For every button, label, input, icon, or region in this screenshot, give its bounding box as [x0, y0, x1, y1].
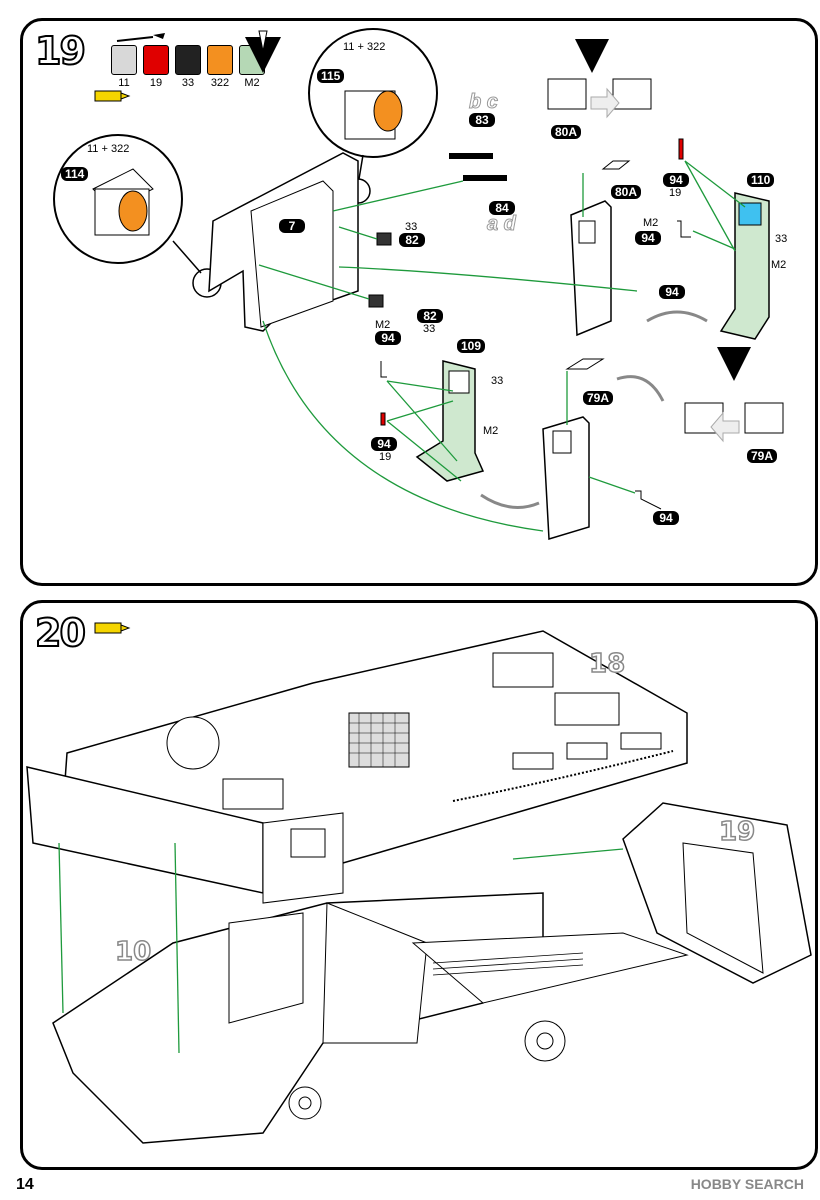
door-110-assembly [646, 138, 770, 340]
step-reference-10: 10 [114, 936, 152, 968]
part-number-tag: 110 [747, 173, 775, 187]
part-number-tag: 7 [279, 219, 305, 233]
paint-code-label: 33 [405, 221, 418, 233]
paint-jar: 19 [143, 45, 169, 89]
watermark: HOBBY SEARCH [690, 1176, 804, 1192]
variant-letters: b c [469, 91, 499, 114]
hull-rear-section [208, 152, 359, 332]
zoom-circle-left [53, 134, 222, 298]
part-number-tag: 84 [489, 201, 515, 215]
door-80A-assembly [547, 39, 652, 337]
part-84-strip [463, 175, 507, 181]
part-82-block [368, 294, 384, 308]
paint-code-label: M2 [483, 425, 499, 437]
part-83-strip [449, 153, 493, 159]
glue-tube-icon [94, 90, 131, 102]
page-number: 14 [16, 1176, 34, 1193]
glue-tube-icon [94, 622, 131, 634]
part-number-tag: 79A [583, 391, 614, 405]
paint-code-label: M2 [375, 319, 391, 331]
part-number-tag: 80A [551, 125, 582, 139]
paint-color-swatch [143, 45, 169, 75]
paint-jar: 322 [207, 45, 233, 89]
step-20-drawing [26, 622, 812, 1144]
part-number-tag: 94 [371, 437, 397, 451]
zoom-circle-right [308, 28, 438, 204]
step-number: 20 [34, 610, 87, 656]
part-number-tag: 79A [747, 449, 778, 463]
paint-code-label: 33 [423, 323, 436, 335]
part-number-tag: 80A [611, 185, 642, 199]
part-number-tag: 94 [635, 231, 661, 245]
step-reference-18: 18 [588, 648, 626, 680]
step-20-panel: 20 [20, 600, 818, 1170]
paint-color-swatch [207, 45, 233, 75]
paint-code-label: M2 [771, 259, 787, 271]
paint-code-label: 33 [775, 233, 788, 245]
zoom-left-paint-label: 11 + 322 [87, 143, 130, 155]
paint-code: 322 [210, 77, 230, 89]
paint-jar: 11 [111, 45, 137, 89]
step-reference-19: 19 [718, 816, 756, 848]
upper-hull [26, 630, 688, 904]
paint-code: 11 [118, 77, 130, 89]
paint-color-swatch [175, 45, 201, 75]
paint-code: M2 [244, 77, 260, 89]
part-82-block [376, 232, 392, 246]
part-number-tag: 115 [317, 69, 345, 83]
part-number-tag: 82 [399, 233, 425, 247]
step-19-panel: 19 11 19 33 322 M2 [20, 18, 818, 586]
assembly-guide-lines [58, 842, 624, 1054]
variant-letters: a d [487, 213, 517, 236]
lower-hull [52, 892, 689, 1144]
cutter-icon [245, 30, 281, 73]
paint-code-label: M2 [643, 217, 659, 229]
rear-door-panel [622, 802, 812, 984]
paint-code-label: 33 [491, 375, 504, 387]
part-number-tag: 82 [417, 309, 443, 323]
door-109-assembly [380, 360, 540, 509]
paint-color-swatch [111, 45, 137, 75]
zoom-right-paint-label: 11 + 322 [343, 41, 386, 53]
step-19-drawing [53, 28, 784, 540]
part-number-tag: 94 [375, 331, 401, 345]
step-number: 19 [34, 28, 87, 74]
paint-jar: 33 [175, 45, 201, 89]
part-number-tag: 109 [457, 339, 486, 353]
paint-code-label: 19 [669, 187, 682, 199]
part-number-tag: 94 [663, 173, 689, 187]
paint-code: 19 [149, 77, 163, 89]
part-number-tag: 94 [659, 285, 685, 299]
paint-code: 33 [181, 77, 195, 89]
paintbrush-icon [116, 33, 165, 42]
part-number-tag: 83 [469, 113, 495, 127]
part-number-tag: 114 [61, 167, 89, 181]
paint-legend: 11 19 33 322 M2 [111, 45, 265, 89]
assembly-guide-lines [258, 160, 746, 532]
paint-code-label: 19 [379, 451, 392, 463]
part-number-tag: 94 [653, 511, 679, 525]
door-79A-assembly [542, 347, 784, 540]
